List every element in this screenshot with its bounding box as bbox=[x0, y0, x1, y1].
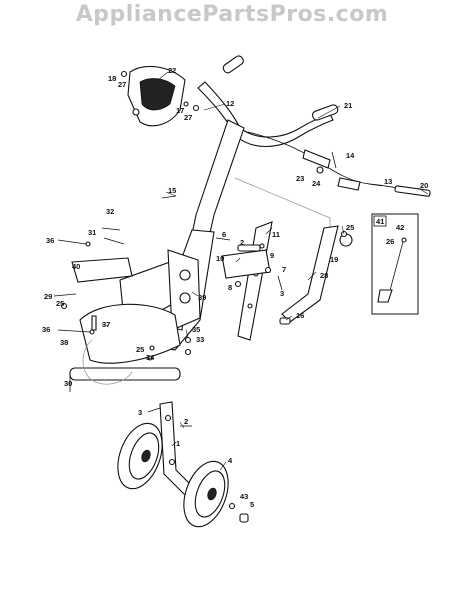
callout-25b: 25 bbox=[346, 223, 354, 232]
hardware bbox=[53, 70, 348, 523]
callout-18: 18 bbox=[108, 74, 116, 83]
callout-31: 31 bbox=[88, 228, 96, 237]
callout-2b: 2 bbox=[184, 417, 188, 426]
inset-box bbox=[371, 213, 419, 315]
control-housing bbox=[127, 65, 186, 127]
handlebar bbox=[197, 55, 339, 147]
callout-12: 12 bbox=[226, 99, 234, 108]
transmission-housing bbox=[71, 249, 201, 364]
depth-lever bbox=[281, 225, 353, 323]
callout-27: 27 bbox=[118, 80, 126, 89]
callout-43: 43 bbox=[240, 492, 248, 501]
callout-35: 35 bbox=[192, 325, 200, 334]
callout-9: 9 bbox=[270, 251, 274, 260]
callout-40: 40 bbox=[72, 262, 80, 271]
callout-32: 32 bbox=[106, 207, 114, 216]
callout-37: 37 bbox=[102, 320, 110, 329]
callout-4: 4 bbox=[228, 456, 233, 465]
callout-30: 30 bbox=[64, 379, 72, 388]
wheel-left bbox=[117, 422, 163, 490]
callout-25c: 25 bbox=[136, 345, 144, 354]
callout-13: 13 bbox=[384, 177, 392, 186]
watermark-text: AppliancePartsPros.com bbox=[75, 2, 389, 27]
callout-19: 19 bbox=[330, 255, 338, 264]
callout-21: 21 bbox=[344, 101, 352, 110]
callout-3a: 3 bbox=[280, 289, 284, 298]
callout-6: 6 bbox=[222, 230, 226, 239]
callout-8: 8 bbox=[228, 283, 232, 292]
callout-7: 7 bbox=[282, 265, 286, 274]
callout-36b: 36 bbox=[42, 325, 50, 334]
callout-39: 39 bbox=[198, 293, 206, 302]
callout-22: 22 bbox=[168, 66, 176, 75]
cable-routing-line bbox=[234, 177, 331, 228]
callout-23: 23 bbox=[296, 174, 304, 183]
callout-42: 42 bbox=[396, 223, 404, 232]
callout-29: 29 bbox=[44, 292, 52, 301]
callout-36: 36 bbox=[46, 236, 54, 245]
callout-41: 41 bbox=[376, 217, 384, 226]
callout-11: 11 bbox=[272, 230, 280, 239]
callout-26: 26 bbox=[386, 237, 394, 246]
callout-1: 1 bbox=[176, 439, 180, 448]
callout-38: 38 bbox=[60, 338, 68, 347]
callout-16: 16 bbox=[296, 311, 304, 320]
tine-shaft bbox=[69, 339, 181, 385]
callout-14: 14 bbox=[346, 151, 355, 160]
callout-15: 15 bbox=[168, 186, 176, 195]
leader-lines bbox=[101, 71, 429, 471]
callout-33: 33 bbox=[196, 335, 204, 344]
callout-labels: 22 18 27 17 27 12 21 14 23 24 13 20 15 3… bbox=[42, 66, 428, 509]
callout-17: 17 bbox=[176, 106, 184, 115]
callout-3b: 3 bbox=[138, 408, 142, 417]
mounting-plate bbox=[221, 244, 271, 279]
callout-2a: 2 bbox=[240, 238, 244, 247]
callout-27b: 27 bbox=[184, 113, 192, 122]
wheel-right bbox=[183, 460, 229, 528]
callout-24: 24 bbox=[312, 179, 321, 188]
callout-34: 34 bbox=[146, 353, 155, 362]
control-cable bbox=[247, 131, 431, 197]
callout-10: 10 bbox=[216, 254, 224, 263]
callout-20: 20 bbox=[420, 181, 428, 190]
callout-25a: 25 bbox=[56, 299, 64, 308]
callout-5: 5 bbox=[250, 500, 254, 509]
callout-28: 28 bbox=[320, 271, 328, 280]
